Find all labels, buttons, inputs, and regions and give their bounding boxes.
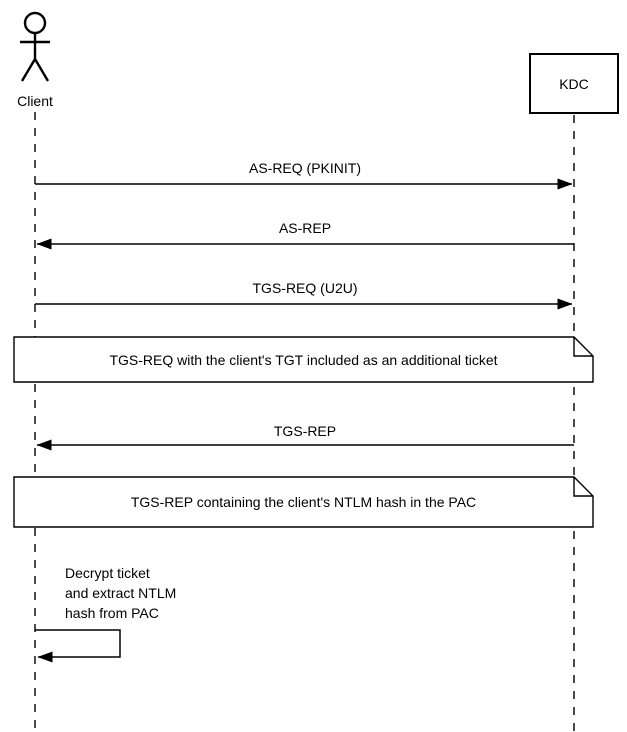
self-message-line: and extract NTLM — [65, 585, 177, 601]
message-label-as-req: AS-REQ (PKINIT) — [248, 160, 361, 176]
note-shape-2 — [13, 476, 594, 528]
message-label-as-rep: AS-REP — [278, 220, 332, 236]
message-label-tgs-rep: TGS-REP — [273, 423, 337, 439]
self-message-arrow — [35, 629, 121, 663]
note-fold-icon — [573, 337, 593, 357]
message-label-tgs-req: TGS-REQ (U2U) — [252, 280, 358, 296]
client-actor-icon — [20, 11, 50, 82]
self-message-line: Decrypt ticket — [65, 565, 150, 581]
actor-right-leg — [33, 58, 50, 82]
note-fold-icon — [573, 477, 593, 497]
self-message-label: Decrypt ticket and extract NTLM hash fro… — [65, 563, 176, 623]
client-actor-label: Client — [17, 93, 53, 109]
note-shape-1 — [13, 336, 594, 383]
actor-head — [23, 11, 47, 35]
note-text-tgs-req: TGS-REQ with the client's TGT included a… — [109, 351, 498, 368]
self-message-line: hash from PAC — [65, 605, 159, 621]
kdc-actor-label: KDC — [559, 75, 589, 92]
actor-left-leg — [20, 58, 37, 82]
note-text-tgs-rep: TGS-REP containing the client's NTLM has… — [130, 494, 477, 510]
kdc-box — [529, 53, 619, 114]
